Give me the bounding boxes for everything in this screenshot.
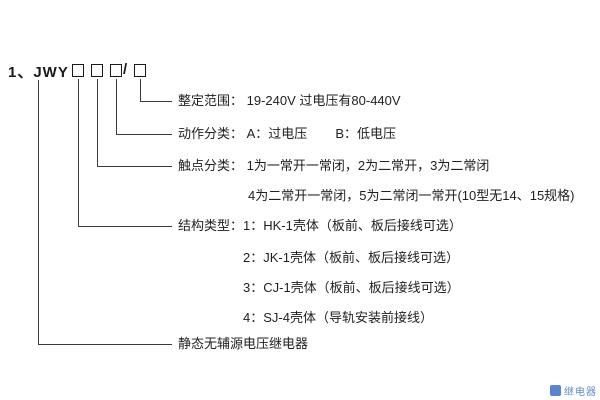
structure-option-2: 2：JK-1壳体（板前、板后接线可选） [243,250,459,265]
action-option-b: B：低电压 [335,126,396,141]
connector-range-vertical [140,79,141,101]
action-label: 动作分类： [178,126,244,141]
connector-range-horizontal [140,101,172,102]
connector-product-vertical [38,80,39,344]
connector-action-vertical [116,79,117,134]
product-name: 静态无辅源电压继电器 [178,336,309,351]
contact-value: 1为一常开一常闭，2为二常开，3为二常闭 [246,158,490,173]
watermark-text: 继电器 [564,387,597,398]
range-row: 整定范围： 19-240V 过电压有80-440V [178,93,401,109]
model-code-prefix: 1、JWY - [8,64,80,81]
model-box-contact [91,64,103,77]
model-box-action [110,64,122,77]
contact-row-continued: 4为二常开一常闭，5为二常闭一常开(10型无14、15规格) [248,188,575,203]
connector-contact-horizontal [97,166,172,167]
model-slash: / [123,61,128,78]
action-option-a: A：过电压 [246,126,308,141]
range-label: 整定范围： [178,93,244,108]
structure-label: 结构类型： [178,218,244,233]
contact-label: 触点分类： [178,158,244,173]
structure-row: 结构类型：1：HK-1壳体（板前、板后接线可选） [178,218,462,234]
model-box-structure [72,64,84,77]
connector-product-horizontal [38,344,172,345]
model-box-range [134,64,146,77]
contact-row: 触点分类： 1为一常开一常闭，2为二常开，3为二常闭 [178,158,489,174]
connector-structure-vertical [78,79,79,226]
connector-contact-vertical [97,79,98,166]
watermark-logo-icon [550,385,561,396]
structure-option-4: 4：SJ-4壳体（导轨安装前接线） [243,310,433,325]
watermark: 继电器 [550,383,597,398]
structure-option-1: 1：HK-1壳体（板前、板后接线可选） [243,218,462,233]
connector-action-horizontal [116,134,172,135]
action-row: 动作分类： A：过电压 B：低电压 [178,126,396,142]
structure-option-3: 3：CJ-1壳体（板前、板后接线可选） [243,280,460,295]
connector-structure-horizontal [78,226,172,227]
range-value: 19-240V 过电压有80-440V [246,93,401,108]
